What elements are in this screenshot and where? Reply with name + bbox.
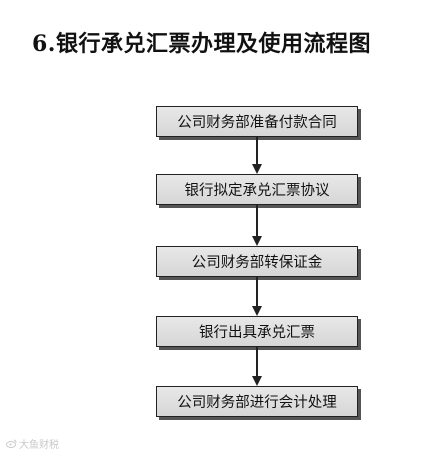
arrow-shaft <box>256 205 258 237</box>
arrow-shaft <box>256 277 258 307</box>
watermark: 大鱼财税 <box>6 436 59 451</box>
diagram-title: 6.银行承兑汇票办理及使用流程图 <box>32 31 371 57</box>
arrow-shaft <box>256 347 258 377</box>
arrow-head-icon <box>252 164 262 174</box>
flow-step-draft-acceptance-agreement: 银行拟定承兑汇票协议 <box>156 174 358 205</box>
watermark-text: 大鱼财税 <box>19 440 59 451</box>
arrow-shaft <box>256 137 258 165</box>
weibo-icon <box>6 439 17 451</box>
arrow-head-icon <box>252 306 262 316</box>
arrow-head-icon <box>252 236 262 246</box>
flow-step-accounting-treatment: 公司财务部进行会计处理 <box>156 386 358 417</box>
arrow-head-icon <box>252 376 262 386</box>
flow-step-transfer-deposit: 公司财务部转保证金 <box>156 246 358 277</box>
flow-step-prepare-payment-contract: 公司财务部准备付款合同 <box>156 106 358 137</box>
flow-step-issue-acceptance-bill: 银行出具承兑汇票 <box>156 316 358 347</box>
